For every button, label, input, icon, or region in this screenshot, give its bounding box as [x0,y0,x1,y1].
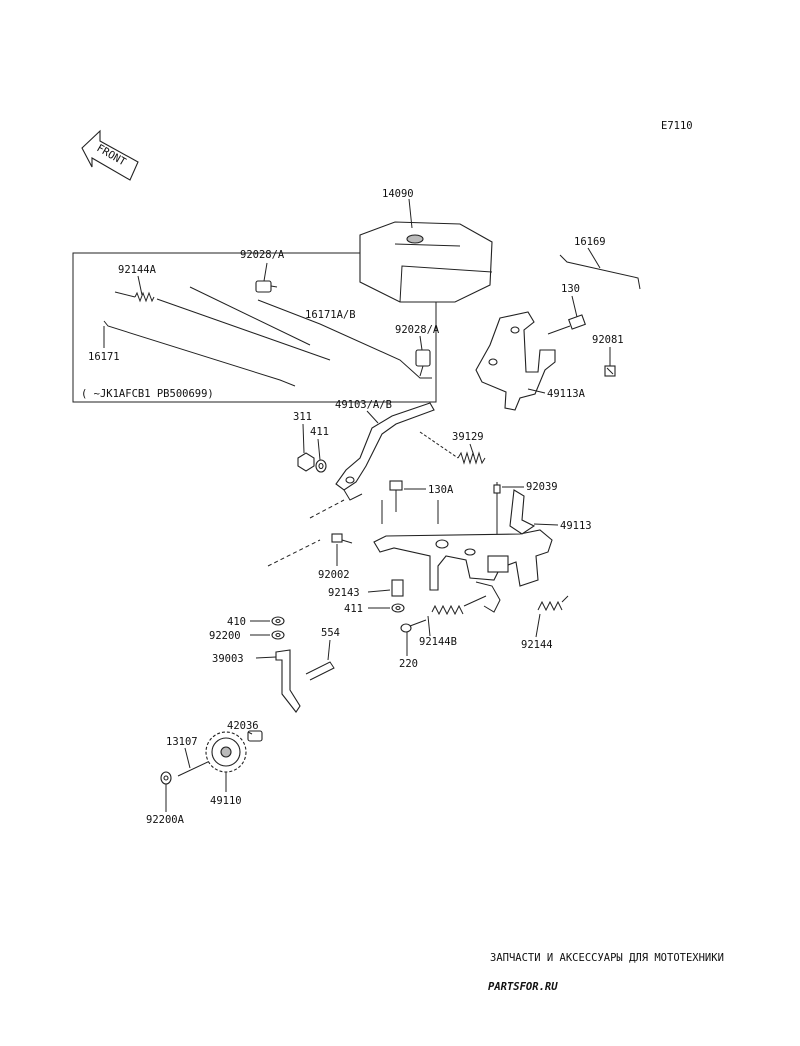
callout-92143: 92143 [328,587,360,599]
callout-49113a: 49113A [547,388,586,400]
applicability-note: ( ~JK1AFCB1 PB500699) [81,388,214,400]
part-311-nut [297,452,315,472]
part-16171ab-rod [156,298,331,361]
watermark-tagline: ЗАПЧАСТИ И АКСЕССУАРЫ ДЛЯ МОТОТЕХНИКИ [490,952,724,964]
part-554-pin [305,661,335,681]
callout-92144: 92144 [521,639,553,651]
callout-42036: 42036 [227,720,259,732]
diagram-code: E7110 [661,120,693,132]
callout-92028a-mid: 92028/A [395,324,440,336]
callout-14090: 14090 [382,188,414,200]
part-220-screw [400,619,427,633]
callout-39003: 39003 [212,653,244,665]
part-49103ab-lever [335,402,435,501]
part-14090-cover [359,221,493,303]
part-39003-arm [275,649,301,713]
part-49113a-bracket [475,311,556,411]
part-92144a-spring [114,291,155,303]
callout-92200a: 92200A [146,814,185,826]
callout-49110: 49110 [210,795,242,807]
part-410-washer [271,616,285,626]
part-49110-gear [205,731,247,773]
part-411-washer-mid [391,603,405,613]
callout-39129: 39129 [452,431,484,443]
part-92200a-washer [160,771,172,785]
part-16171ab-long-rod [257,299,432,379]
callout-411-mid: 411 [344,603,363,615]
callout-92081: 92081 [592,334,624,346]
callout-411-top: 411 [310,426,329,438]
part-16169-rod [559,254,641,290]
callout-311: 311 [293,411,312,423]
part-13107-shaft [177,759,213,777]
callout-92028a-top: 92028/A [240,249,285,261]
watermark-brand: PARTSFOR.RU [488,981,558,993]
part-92144b-spring [431,595,487,616]
part-411-washer-top [315,459,327,473]
part-39129-spring [419,431,486,465]
callout-92039: 92039 [526,481,558,493]
part-49113-main-bracket [373,489,553,613]
callout-92144a: 92144A [118,264,157,276]
part-92081-nut [604,365,616,377]
part-92028a-clip-top [255,280,278,293]
callout-554: 554 [321,627,340,639]
part-130a-bolt [389,480,403,512]
callout-92144b: 92144B [419,636,457,648]
callout-16171ab: 16171A/B [305,309,356,321]
part-92200-washer [271,630,285,640]
part-130-bolt [547,314,586,335]
callout-410: 410 [227,616,246,628]
front-arrow-icon: FRONT [81,129,139,181]
callout-92002: 92002 [318,569,350,581]
part-92144-spring [537,595,569,612]
callout-49103ab: 49103/A/B [335,399,392,411]
part-16171-rod [103,320,296,387]
part-92002-bolt [331,533,353,544]
callout-13107: 13107 [166,736,198,748]
part-92143-collar [391,579,404,597]
part-92028a-clip-mid [415,349,431,377]
callout-220: 220 [399,658,418,670]
part-main-bracket-bolts [381,500,439,524]
callout-130: 130 [561,283,580,295]
callout-16171: 16171 [88,351,120,363]
callout-16169: 16169 [574,236,606,248]
callout-130a: 130A [428,484,454,496]
callout-92200: 92200 [209,630,241,642]
callout-49113: 49113 [560,520,592,532]
inset-box [72,252,437,403]
part-92039-pin [493,482,501,540]
